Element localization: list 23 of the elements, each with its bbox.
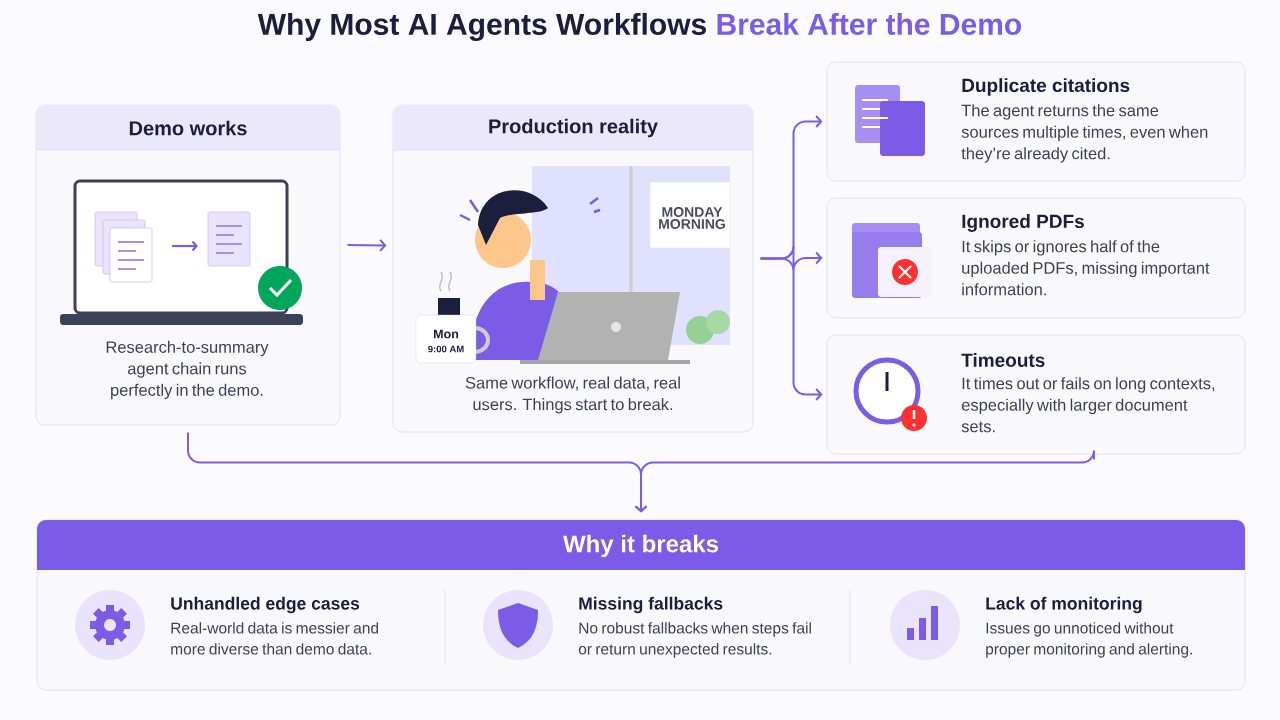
item-heading: Missing fallbacks [579,596,723,614]
arrow [759,257,823,401]
card-description: The agent returns the same sources multiple times, even when they’re already cited. [961,104,1208,163]
arrow [346,238,387,252]
card-heading: Ignored PDFs [962,214,1084,232]
item-description: Real-world data is messier and more diverse than demo data. [171,622,379,655]
card-description: It skips or ignores half of the uploaded PDFs, missing important information. [962,240,1210,296]
calendar-text: MONDAY MORNING [659,207,725,229]
mug-text: Mon [434,329,459,339]
card-header: Demo works [36,105,340,151]
card-description: It times out or fails on long contexts, especially with larger document sets. [961,377,1215,433]
panel-header: Why it breaks [37,520,1245,570]
item-heading: Lack of monitoring [986,596,1142,614]
card-heading: Timeouts [961,353,1045,367]
title: Why Most AI Agents Workflows Break After the Demo [257,12,1022,42]
item-description: No robust fallbacks when steps fail or return unexpected results. [578,622,811,658]
card-heading: Duplicate citations [962,78,1130,96]
mug-text: 9:00 AM [428,345,464,353]
item-heading: Unhandled edge cases [171,596,360,614]
card-description: Same workflow, real data, real users. Things start to break. [465,376,680,414]
item-description: Issues go unnoticed without proper monitoring and alerting. [986,622,1192,658]
card-header: Production reality [393,105,753,151]
card-description: Research-to-summary agent chain runs perfectly in the demo. [106,340,269,400]
